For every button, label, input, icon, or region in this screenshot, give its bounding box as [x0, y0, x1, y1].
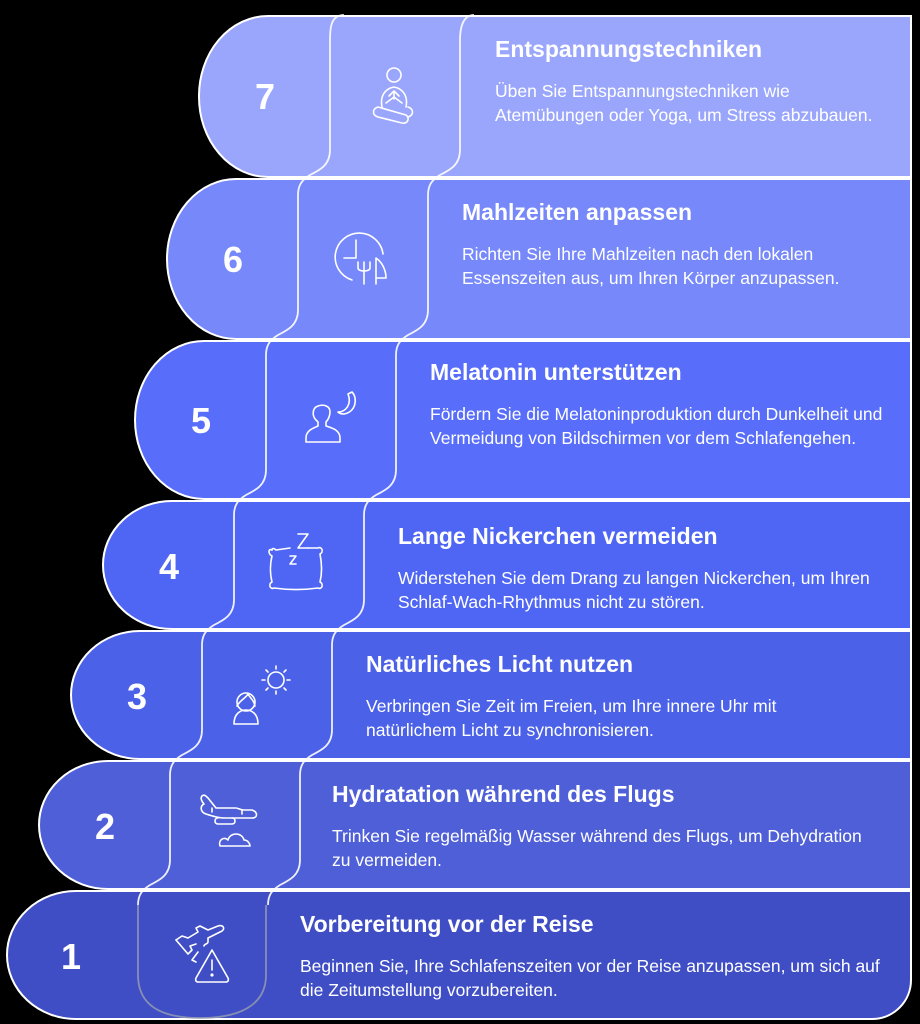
step-1-description: Beginnen Sie, Ihre Schlafenszeiten vor d… — [300, 956, 880, 1000]
step-5-number: 5 — [190, 400, 212, 441]
step-4-description: Widerstehen Sie dem Drang zu langen Nick… — [398, 568, 870, 612]
step-5-description: Fördern Sie die Melatoninproduktion durc… — [430, 404, 883, 448]
step-1-number: 1 — [60, 936, 82, 977]
meditation-icon — [362, 63, 426, 127]
step-6-background — [166, 178, 912, 340]
step-2-background — [38, 760, 912, 890]
person-moon-icon — [296, 386, 360, 450]
step-4-number: 4 — [158, 546, 180, 587]
step-3-title: Natürliches Licht nutzen — [366, 651, 634, 677]
step-3-content: Natürliches Licht nutzen Verbringen Sie … — [366, 650, 866, 742]
step-5-title: Melatonin unterstützen — [430, 359, 682, 385]
step-5-content: Melatonin unterstützen Fördern Sie die M… — [430, 358, 890, 450]
step-6-description: Richten Sie Ihre Mahlzeiten nach den lok… — [462, 244, 840, 288]
step-3-background — [70, 630, 912, 760]
step-4: 4 Lange Nickerchen vermeiden Widerstehen… — [102, 500, 912, 630]
step-2: 2 Hydratation während des Flugs Trinken … — [38, 760, 912, 890]
pillow-sleep-icon — [264, 530, 328, 594]
step-4-background — [102, 500, 912, 630]
step-4-title: Lange Nickerchen vermeiden — [398, 523, 718, 549]
meal-clock-icon — [330, 228, 394, 292]
step-5-background — [134, 340, 912, 500]
step-6: 6 Mahlzeiten anpassen Richten Sie Ihre M… — [166, 178, 912, 340]
step-4-content: Lange Nickerchen vermeiden Widerstehen S… — [398, 522, 888, 614]
person-sun-icon — [230, 664, 294, 728]
step-3-number: 3 — [126, 676, 148, 717]
step-6-number: 6 — [222, 239, 244, 280]
step-2-content: Hydratation während des Flugs Trinken Si… — [332, 780, 872, 872]
step-7-description: Üben Sie Entspannungstechniken wie Atemü… — [495, 81, 873, 125]
step-2-number: 2 — [94, 806, 116, 847]
step-1-title: Vorbereitung vor der Reise — [300, 911, 594, 937]
step-3-description: Verbringen Sie Zeit im Freien, um Ihre i… — [366, 696, 777, 740]
step-3: 3 Natürliches Licht nutzen Verbringen Si… — [70, 630, 912, 760]
step-7-background — [198, 15, 912, 178]
step-2-title: Hydratation während des Flugs — [332, 781, 675, 807]
step-6-title: Mahlzeiten anpassen — [462, 199, 693, 225]
step-7-number: 7 — [254, 76, 276, 117]
step-6-content: Mahlzeiten anpassen Richten Sie Ihre Mah… — [462, 198, 892, 290]
step-5: 5 Melatonin unterstützen Fördern Sie die… — [134, 340, 912, 500]
step-1: 1 Vorbereitung vor der Reise Beginnen Si… — [6, 890, 912, 1020]
airplane-cloud-icon — [198, 792, 262, 856]
step-7: 7 Entspannungstechniken Üben Sie Entspan… — [198, 15, 912, 178]
step-7-content: Entspannungstechniken Üben Sie Entspannu… — [495, 35, 895, 127]
step-2-description: Trinken Sie regelmäßig Wasser während de… — [332, 826, 862, 870]
step-1-content: Vorbereitung vor der Reise Beginnen Sie,… — [300, 910, 880, 1002]
airplane-warning-icon — [168, 920, 232, 984]
step-7-title: Entspannungstechniken — [495, 36, 763, 62]
